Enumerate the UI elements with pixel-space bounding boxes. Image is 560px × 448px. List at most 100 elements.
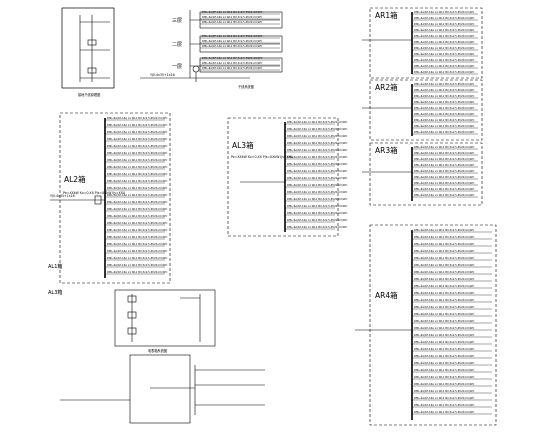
circuit-label: DML-6A/1P-16A L1 WL1 BV-3x2.5-PC20-CC/WC [414, 16, 474, 20]
circuit-label: DML-6A/1P-16A L1 WL1 BV-3x2.5-PC20-CC/WC [414, 106, 474, 110]
circuit-label: DML-6A/1P-16A L1 WL1 BV-3x2.5-PC20-CC/WC [107, 151, 167, 155]
circuit-label: DML-6A/1P-16A L1 WL1 BV-3x2.5-PC20-CC/WC [414, 228, 474, 232]
circuit-label: DML-6A/1P-16A L1 WL1 BV-3x2.5-PC20-CC/WC [287, 120, 347, 124]
circuit-label: DML-6A/1P-16A L1 WL1 BV-3x2.5-PC20-CC/WC [414, 64, 474, 68]
circuit-label: DML-6A/1P-16A L1 WL1 BV-3x2.5-PC20-CC/WC [414, 163, 474, 167]
circuit-label: DML-6A/1P-16A L1 WL1 BV-3x2.5-PC20-CC/WC [287, 197, 347, 201]
ar4-label: AR4箱 [375, 290, 398, 300]
trunk-diagram [140, 10, 283, 82]
circuit-label: DML-6A/1P-16A L1 WL1 BV-3x2.5-PC20-CC/WC [414, 193, 474, 197]
ar1-diagram [362, 7, 483, 79]
al2-label: AL2箱 [64, 174, 86, 184]
al3-params: Pe=XXkW Kx=0.XX Pjs=XXkW Ijs=XXA [231, 155, 294, 159]
circuit-label: DML-6A/1P-16A L1 WL1 BV-3x2.5-PC20-CC/WC [107, 270, 167, 274]
circuit-label: DML-6A/1P-16A L1 WL1 BV-3x2.5-PC20-CC/WC [414, 340, 474, 344]
grounding-diagram [61, 7, 115, 89]
circuit-label: DML-6A/1P-16A L1 WL1 BV-3x2.5-PC20-CC/WC [107, 158, 167, 162]
circuit-label: DML-6A/1P-16A L1 WL1 BV-3x2.5-PC20-CC/WC [287, 155, 347, 159]
circuit-label: DML-6A/1P-16A L1 WL1 BV-3x2.5-PC20-CC/WC [107, 116, 167, 120]
al2-params: Pe=XXkW Kx=0.XX Pjs=XXkW Ijs=XXA [63, 191, 126, 195]
circuit-label: DML-6A/1P-16A L1 WL1 BV-3x2.5-PC20-CC/WC [107, 193, 167, 197]
circuit-label: DML-6A/1P-16A L1 WL1 BV-3x2.5-PC20-CC/WC [107, 242, 167, 246]
circuit-label: DML-6A/1P-16A L1 WL1 BV-3x2.5-PC20-CC/WC [107, 200, 167, 204]
circuit-label: DML-6A/1P-16A L1 WL1 BV-3x2.5-PC20-CC/WC [414, 40, 474, 44]
ar3-diagram [362, 142, 483, 206]
circuit-label: DML-6A/1P-16A L1 WL1 BV-3x2.5-PC20-CC/WC [414, 124, 474, 128]
al2-diagram [50, 112, 171, 284]
circuit-label: DML-6A/1P-16A L1 WL1 BV-3x2.5-PC20-CC/WC [414, 187, 474, 191]
circuit-label: DML-6A/1P-16A L1 WL1 BV-3x2.5-PC20-CC/WC [202, 34, 262, 38]
circuit-label: DML-6A/1P-16A L1 WL1 BV-3x2.5-PC20-CC/WC [414, 175, 474, 179]
floor-3: 三层 [172, 18, 182, 24]
circuit-label: DML-6A/1P-16A L1 WL1 BV-3x2.5-PC20-CC/WC [414, 403, 474, 407]
circuit-label: DML-6A/1P-16A L1 WL1 BV-3x2.5-PC20-CC/WC [107, 256, 167, 260]
ar4-diagram [355, 224, 497, 426]
circuit-label: DML-6A/1P-16A L1 WL1 BV-3x2.5-PC20-CC/WC [414, 396, 474, 400]
sub-distribution-diagram [60, 354, 265, 424]
circuit-label: DML-6A/1P-16A L1 WL1 BV-3x2.5-PC20-CC/WC [414, 118, 474, 122]
circuit-label: DML-6A/1P-16A L1 WL1 BV-3x2.5-PC20-CC/WC [414, 256, 474, 260]
circuit-label: DML-6A/1P-16A L1 WL1 BV-3x2.5-PC20-CC/WC [414, 277, 474, 281]
circuit-label: DML-6A/1P-16A L1 WL1 BV-3x2.5-PC20-CC/WC [287, 176, 347, 180]
circuit-label: DML-6A/1P-16A L1 WL1 BV-3x2.5-PC20-CC/WC [414, 270, 474, 274]
circuit-label: DML-6A/1P-16A L1 WL1 BV-3x2.5-PC20-CC/WC [287, 190, 347, 194]
circuit-label: DML-6A/1P-16A L1 WL1 BV-3x2.5-PC20-CC/WC [107, 144, 167, 148]
circuit-label: DML-6A/1P-16A L1 WL1 BV-3x2.5-PC20-CC/WC [414, 354, 474, 358]
circuit-label: DML-6A/1P-16A L1 WL1 BV-3x2.5-PC20-CC/WC [107, 214, 167, 218]
circuit-label: DML-6A/1P-16A L1 WL1 BV-3x2.5-PC20-CC/WC [414, 235, 474, 239]
circuit-label: DML-6A/1P-16A L1 WL1 BV-3x2.5-PC20-CC/WC [414, 145, 474, 149]
circuit-label: DML-6A/1P-16A L1 WL1 BV-3x2.5-PC20-CC/WC [107, 179, 167, 183]
circuit-label: DML-6A/1P-16A L1 WL1 BV-3x2.5-PC20-CC/WC [414, 410, 474, 414]
title-meter: 电表箱系统图 [148, 348, 167, 353]
circuit-label: DML-6A/1P-16A L1 WL1 BV-3x2.5-PC20-CC/WC [414, 94, 474, 98]
floor-1: 一层 [172, 64, 182, 70]
circuit-label: DML-6A/1P-16A L1 WL1 BV-3x2.5-PC20-CC/WC [202, 66, 262, 70]
circuit-label: DML-6A/1P-16A L1 WL1 BV-3x2.5-PC20-CC/WC [287, 225, 347, 229]
circuit-label: DML-6A/1P-16A L1 WL1 BV-3x2.5-PC20-CC/WC [414, 151, 474, 155]
circuit-label: DML-6A/1P-16A L1 WL1 BV-3x2.5-PC20-CC/WC [107, 221, 167, 225]
circuit-label: DML-6A/1P-16A L1 WL1 BV-3x2.5-PC20-CC/WC [107, 165, 167, 169]
ar1-label: AR1箱 [375, 10, 398, 20]
circuit-label: DML-6A/1P-16A L1 WL1 BV-3x2.5-PC20-CC/WC [202, 44, 262, 48]
circuit-label: DML-6A/1P-16A L1 WL1 BV-3x2.5-PC20-CC/WC [414, 34, 474, 38]
circuit-label: DML-6A/1P-16A L1 WL1 BV-3x2.5-PC20-CC/WC [414, 389, 474, 393]
circuit-label: DML-6A/1P-16A L1 WL1 BV-3x2.5-PC20-CC/WC [202, 39, 262, 43]
circuit-label: DML-6A/1P-16A L1 WL1 BV-3x2.5-PC20-CC/WC [287, 127, 347, 131]
circuit-label: DML-6A/1P-16A L1 WL1 BV-3x2.5-PC20-CC/WC [107, 249, 167, 253]
circuit-label: DML-6A/1P-16A L1 WL1 BV-3x2.5-PC20-CC/WC [202, 10, 262, 14]
circuit-label: DML-6A/1P-16A L1 WL1 BV-3x2.5-PC20-CC/WC [287, 141, 347, 145]
circuit-label: DML-6A/1P-16A L1 WL1 BV-3x2.5-PC20-CC/WC [107, 263, 167, 267]
circuit-label: DML-6A/1P-16A L1 WL1 BV-3x2.5-PC20-CC/WC [414, 52, 474, 56]
circuit-label: DML-6A/1P-16A L1 WL1 BV-3x2.5-PC20-CC/WC [414, 58, 474, 62]
circuit-label: DML-6A/1P-16A L1 WL1 BV-3x2.5-PC20-CC/WC [414, 100, 474, 104]
circuit-label: DML-6A/1P-16A L1 WL1 BV-3x2.5-PC20-CC/WC [414, 263, 474, 267]
circuit-label: DML-6A/1P-16A L1 WL1 BV-3x2.5-PC20-CC/WC [107, 130, 167, 134]
circuit-label: DML-6A/1P-16A L1 WL1 BV-3x2.5-PC20-CC/WC [414, 249, 474, 253]
circuit-label: DML-6A/1P-16A L1 WL1 BV-3x2.5-PC20-CC/WC [287, 218, 347, 222]
circuit-label: DML-6A/1P-16A L1 WL1 BV-3x2.5-PC20-CC/WC [414, 333, 474, 337]
circuit-label: DML-6A/1P-16A L1 WL1 BV-3x2.5-PC20-CC/WC [287, 162, 347, 166]
circuit-label: DML-6A/1P-16A L1 WL1 BV-3x2.5-PC20-CC/WC [107, 186, 167, 190]
circuit-label: DML-6A/1P-16A L1 WL1 BV-3x2.5-PC20-CC/WC [414, 242, 474, 246]
circuit-label: DML-6A/1P-16A L1 WL1 BV-3x2.5-PC20-CC/WC [414, 181, 474, 185]
circuit-label: DML-6A/1P-16A L1 WL1 BV-3x2.5-PC20-CC/WC [414, 70, 474, 74]
title-trunk: 干线系统图 [238, 84, 254, 89]
circuit-label: DML-6A/1P-16A L1 WL1 BV-3x2.5-PC20-CC/WC [414, 382, 474, 386]
meter-box-diagram [114, 289, 216, 347]
circuit-label: DML-6A/1P-16A L1 WL1 BV-3x2.5-PC20-CC/WC [414, 112, 474, 116]
floor-2: 二层 [172, 42, 182, 48]
circuit-label: DML-6A/1P-16A L1 WL1 BV-3x2.5-PC20-CC/WC [414, 319, 474, 323]
circuit-label: DML-6A/1P-16A L1 WL1 BV-3x2.5-PC20-CC/WC [414, 375, 474, 379]
circuit-label: DML-6A/1P-16A L1 WL1 BV-3x2.5-PC20-CC/WC [414, 347, 474, 351]
circuit-label: DML-6A/1P-16A L1 WL1 BV-3x2.5-PC20-CC/WC [414, 326, 474, 330]
circuit-label: DML-6A/1P-16A L1 WL1 BV-3x2.5-PC20-CC/WC [414, 361, 474, 365]
circuit-label: DML-6A/1P-16A L1 WL1 BV-3x2.5-PC20-CC/WC [414, 82, 474, 86]
title-grounding: 接地干线原理图 [78, 92, 100, 97]
side-al3: AL3箱 [48, 289, 62, 296]
circuit-label: DML-6A/1P-16A L1 WL1 BV-3x2.5-PC20-CC/WC [202, 15, 262, 19]
circuit-label: DML-6A/1P-16A L1 WL1 BV-3x2.5-PC20-CC/WC [414, 28, 474, 32]
circuit-label: DML-6A/1P-16A L1 WL1 BV-3x2.5-PC20-CC/WC [414, 22, 474, 26]
circuit-label: DML-6A/1P-16A L1 WL1 BV-3x2.5-PC20-CC/WC [107, 207, 167, 211]
circuit-label: DML-6A/1P-16A L1 WL1 BV-3x2.5-PC20-CC/WC [287, 148, 347, 152]
